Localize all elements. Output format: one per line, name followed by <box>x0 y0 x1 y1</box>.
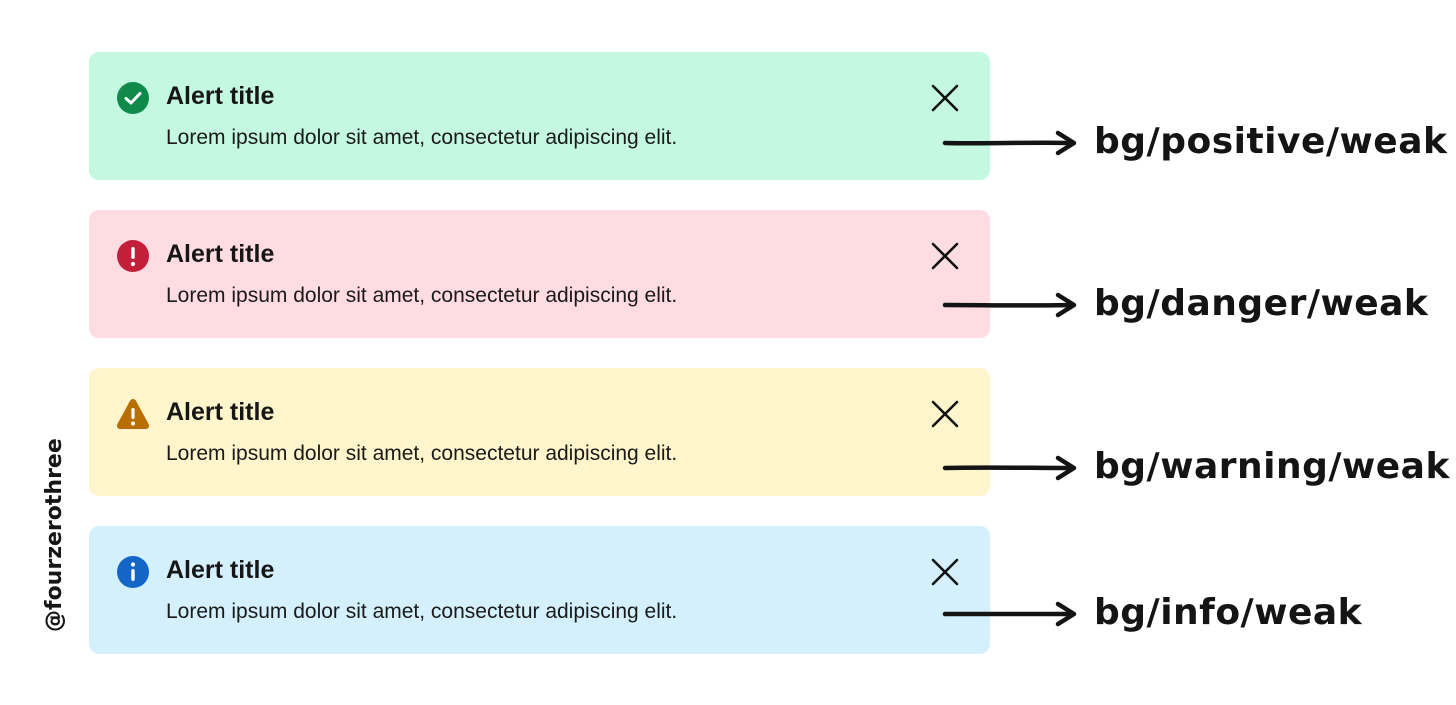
token-label-info: bg/info/weak <box>1094 592 1363 633</box>
alert-message: Lorem ipsum dolor sit amet, consectetur … <box>166 284 678 307</box>
alert-message: Lorem ipsum dolor sit amet, consectetur … <box>166 442 678 465</box>
arrow-right-icon <box>942 601 1082 627</box>
alert-title: Alert title <box>166 82 275 110</box>
arrow-right-icon <box>942 455 1082 481</box>
alert-title: Alert title <box>166 398 275 426</box>
close-icon[interactable] <box>929 82 961 114</box>
alert-info: Alert title Lorem ipsum dolor sit amet, … <box>89 526 990 654</box>
alert-positive: Alert title Lorem ipsum dolor sit amet, … <box>89 52 990 180</box>
arrow-right-icon <box>942 292 1082 318</box>
close-icon[interactable] <box>929 556 961 588</box>
warning-triangle-icon <box>116 397 150 431</box>
close-icon[interactable] <box>929 398 961 430</box>
token-label-danger: bg/danger/weak <box>1094 283 1429 324</box>
close-icon[interactable] <box>929 240 961 272</box>
author-handle: @fourzerothree <box>42 438 67 632</box>
info-circle-icon <box>116 555 150 589</box>
alert-message: Lorem ipsum dolor sit amet, consectetur … <box>166 126 678 149</box>
arrow-right-icon <box>942 130 1082 156</box>
token-label-positive: bg/positive/weak <box>1094 121 1448 162</box>
token-label-warning: bg/warning/weak <box>1094 446 1450 487</box>
alert-message: Lorem ipsum dolor sit amet, consectetur … <box>166 600 678 623</box>
alert-warning: Alert title Lorem ipsum dolor sit amet, … <box>89 368 990 496</box>
alert-danger: Alert title Lorem ipsum dolor sit amet, … <box>89 210 990 338</box>
exclamation-circle-icon <box>116 239 150 273</box>
alert-title: Alert title <box>166 556 275 584</box>
alert-title: Alert title <box>166 240 275 268</box>
check-circle-icon <box>116 81 150 115</box>
